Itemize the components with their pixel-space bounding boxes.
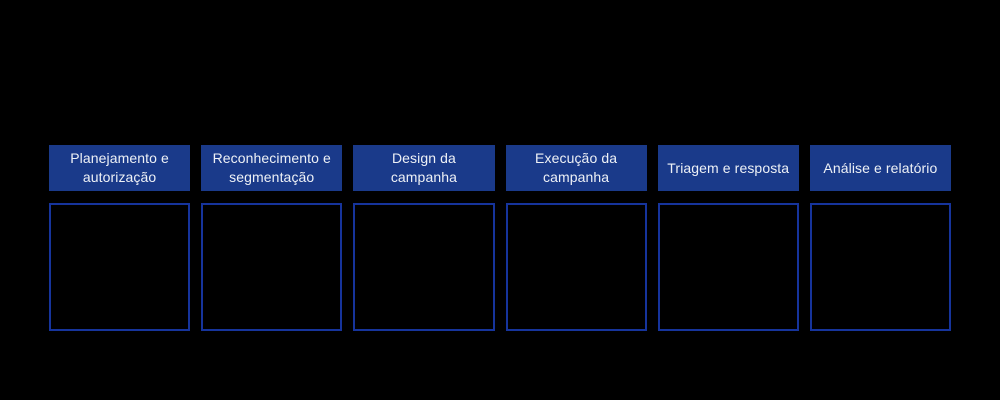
stage-column-planning: Planejamento e autorização	[49, 145, 191, 331]
stage-column-recon: Reconhecimento e segmentação	[201, 145, 343, 331]
stage-header-triage: Triagem e resposta	[657, 145, 799, 191]
stage-detail-box-design	[353, 203, 495, 331]
process-pipeline: Planejamento e autorização Reconheciment…	[49, 145, 951, 331]
stage-detail-box-recon	[201, 203, 343, 331]
stage-label: Planejamento e autorização	[70, 150, 169, 185]
stage-column-triage: Triagem e resposta	[657, 145, 799, 331]
stage-label: Triagem e resposta	[667, 159, 790, 176]
stage-detail-box-triage	[657, 203, 799, 331]
stage-header-planning: Planejamento e autorização	[49, 145, 191, 191]
stage-header-execution: Execução da campanha	[505, 145, 647, 191]
stage-header-analysis: Análise e relatório	[809, 145, 951, 191]
stage-label: Reconhecimento e segmentação	[212, 150, 331, 185]
stage-column-execution: Execução da campanha	[505, 145, 647, 331]
stage-detail-box-analysis	[809, 203, 951, 331]
stage-header-recon: Reconhecimento e segmentação	[201, 145, 343, 191]
stage-column-analysis: Análise e relatório	[809, 145, 951, 331]
stage-column-design: Design da campanha	[353, 145, 495, 331]
stage-label: Execução da campanha	[535, 150, 618, 185]
stage-detail-box-planning	[49, 203, 191, 331]
stage-label: Design da campanha	[390, 150, 457, 185]
stage-detail-box-execution	[505, 203, 647, 331]
stage-header-design: Design da campanha	[353, 145, 495, 191]
stage-label: Análise e relatório	[823, 159, 938, 176]
